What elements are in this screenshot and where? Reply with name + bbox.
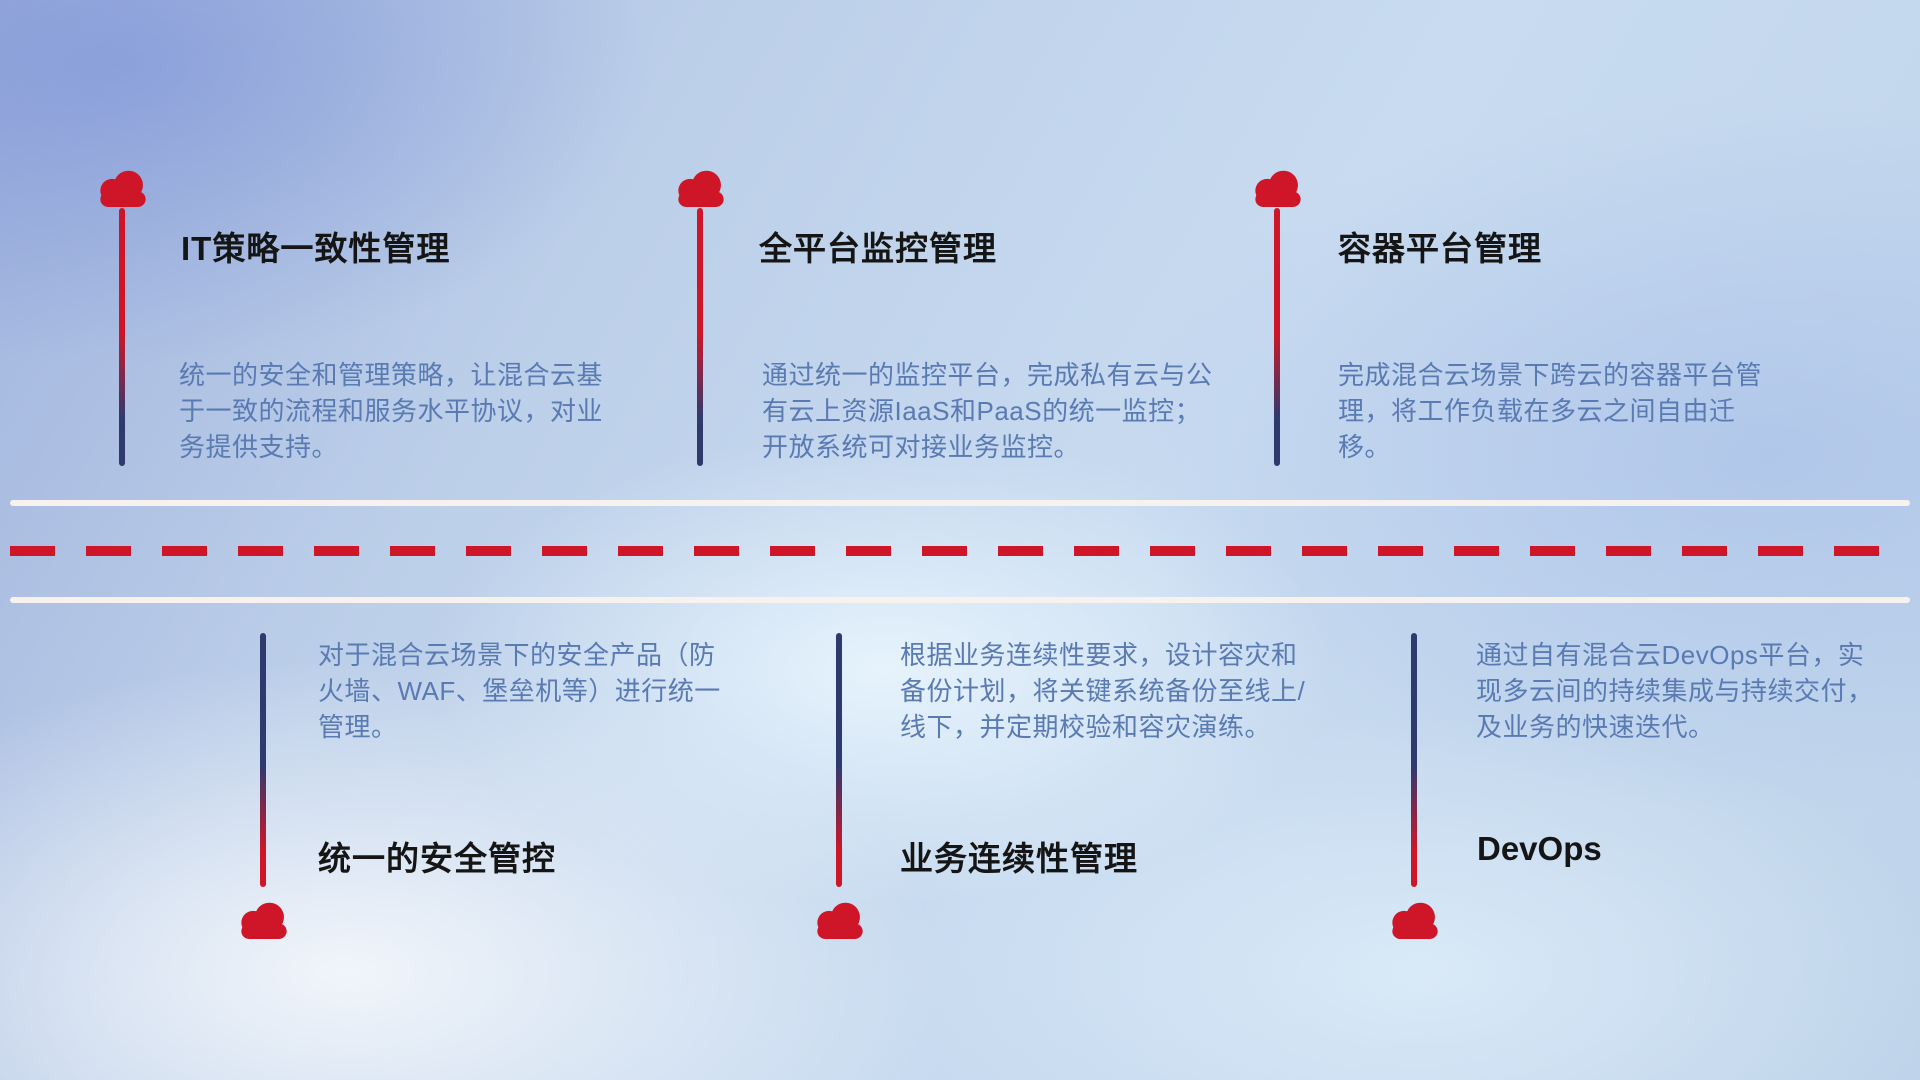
road-line-top (10, 500, 1910, 506)
item-desc: 统一的安全和管理策略，让混合云基于一致的流程和服务水平协议，对业务提供支持。 (179, 360, 604, 462)
item-desc: 完成混合云场景下跨云的容器平台管理，将工作负载在多云之间自由迁移。 (1338, 360, 1763, 462)
cloud-icon (1386, 898, 1444, 940)
connector-line (1274, 208, 1280, 466)
road-dashed-line (10, 546, 1910, 556)
item-desc: 对于混合云场景下的安全产品（防火墙、WAF、堡垒机等）进行统一管理。 (318, 640, 721, 742)
cloud-icon (811, 898, 869, 940)
item-desc: 通过自有混合云DevOps平台，实现多云间的持续集成与持续交付，及业务的快速迭代… (1476, 640, 1874, 742)
connector-line (836, 633, 842, 887)
connector-line (697, 208, 703, 466)
item-title: 统一的安全管控 (318, 840, 556, 877)
cloud-icon (1249, 166, 1307, 208)
cloud-icon (94, 166, 152, 208)
connector-line (1411, 633, 1417, 887)
road-line-bottom (10, 597, 1910, 603)
connector-line (119, 208, 125, 466)
item-title: 业务连续性管理 (900, 840, 1138, 877)
cloud-icon (235, 898, 293, 940)
item-title: 全平台监控管理 (759, 230, 997, 267)
connector-line (260, 633, 266, 887)
item-desc: 通过统一的监控平台，完成私有云与公有云上资源IaaS和PaaS的统一监控；开放系… (762, 360, 1213, 462)
item-title: DevOps (1477, 830, 1602, 867)
item-title: IT策略一致性管理 (181, 230, 451, 267)
item-desc: 根据业务连续性要求，设计容灾和备份计划，将关键系统备份至线上/线下，并定期校验和… (900, 640, 1306, 742)
item-title: 容器平台管理 (1338, 230, 1542, 267)
cloud-icon (672, 166, 730, 208)
